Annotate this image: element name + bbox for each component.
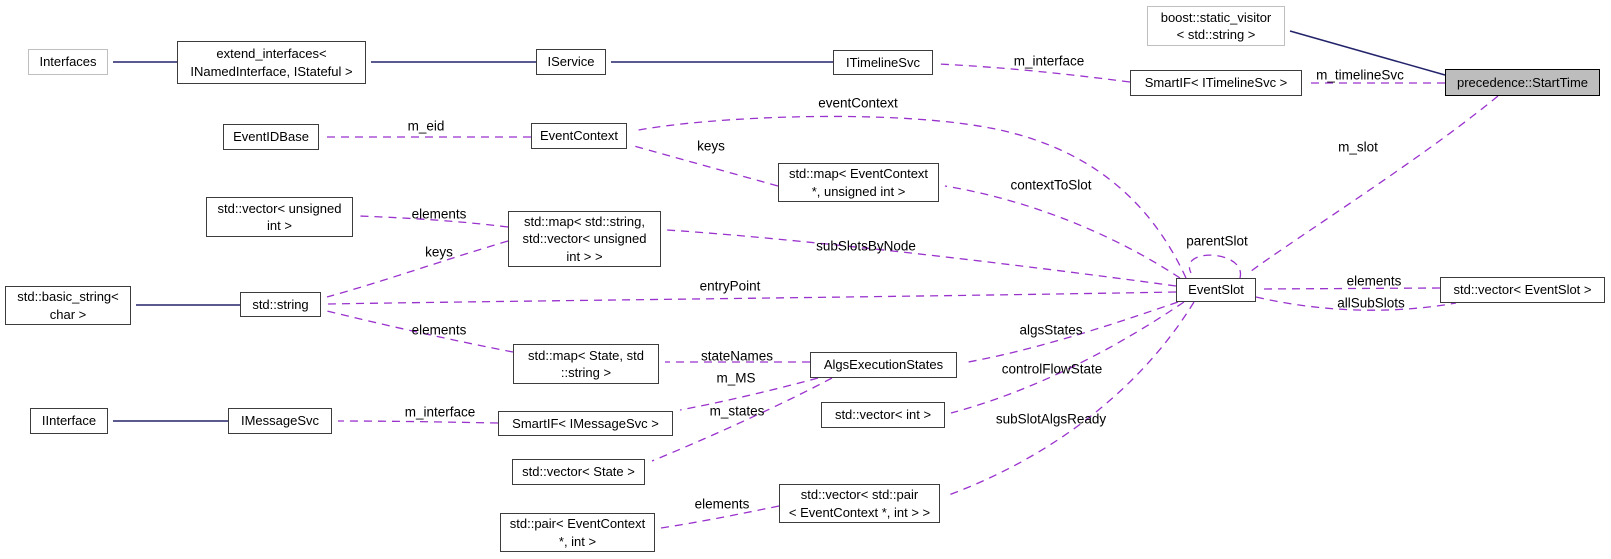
node-pair-eventcontext-int[interactable]: std::pair< EventContext *, int >: [500, 513, 655, 552]
node-vector-pair[interactable]: std::vector< std::pair < EventContext *,…: [779, 484, 940, 523]
node-smartif-itimelinesvc[interactable]: SmartIF< ITimelineSvc >: [1130, 70, 1302, 96]
node-boost-static-visitor: boost::static_visitor < std::string >: [1147, 6, 1285, 46]
node-map-state-string[interactable]: std::map< State, std ::string >: [513, 344, 659, 384]
edge-label-m-slot: m_slot: [1338, 139, 1378, 155]
edge-label-m-timelinesvc: m_timelineSvc: [1316, 67, 1404, 83]
node-vector-eventslot[interactable]: std::vector< EventSlot >: [1440, 277, 1605, 303]
edge-parentslot-loop: [1188, 254, 1241, 279]
edge-subslotsbynode: [666, 229, 1177, 287]
node-interfaces: Interfaces: [28, 49, 108, 75]
edge-label-elements-eventslot: elements: [1346, 273, 1402, 289]
edge-label-m-interface-message: m_interface: [404, 404, 476, 420]
edge-elements-string: [326, 310, 514, 353]
node-precedence-starttime: precedence::StartTime: [1445, 69, 1600, 96]
node-std-string[interactable]: std::string: [240, 292, 321, 317]
edge-label-algsstates: algsStates: [1019, 322, 1083, 338]
node-basic-string[interactable]: std::basic_string< char >: [5, 286, 131, 325]
edge-m-interface-timeline: [937, 63, 1131, 83]
edge-label-subslotsbynode: subSlotsByNode: [816, 238, 916, 254]
node-iinterface[interactable]: IInterface: [30, 408, 108, 434]
edge-label-elements-string: elements: [411, 322, 467, 338]
edge-label-elements-pair: elements: [694, 496, 750, 512]
edge-subslotalgsready: [945, 301, 1195, 497]
node-smartif-imessagesvc[interactable]: SmartIF< IMessageSvc >: [498, 411, 673, 436]
node-map-eventcontext-uint[interactable]: std::map< EventContext *, unsigned int >: [778, 163, 939, 202]
node-itimelinesvc[interactable]: ITimelineSvc: [833, 50, 933, 75]
edge-elements-vector-unsigned: [358, 215, 509, 228]
edge-label-contexttoslot: contextToSlot: [1010, 177, 1092, 193]
edge-m-ms: [679, 377, 819, 411]
edge-label-m-eid: m_eid: [407, 118, 445, 134]
edge-label-parentslot: parentSlot: [1186, 233, 1248, 249]
edge-keys-eventcontext: [633, 145, 779, 187]
node-map-string-vector[interactable]: std::map< std::string, std::vector< unsi…: [508, 211, 661, 267]
edge-m-slot: [1246, 95, 1499, 275]
edge-label-m-states: m_states: [709, 403, 765, 419]
edge-label-elements-vector-unsigned: elements: [411, 206, 467, 222]
edge-m-interface-message: [337, 420, 499, 424]
node-vector-state[interactable]: std::vector< State >: [512, 459, 645, 485]
node-imessagesvc[interactable]: IMessageSvc: [228, 408, 332, 434]
node-extend-interfaces[interactable]: extend_interfaces< INamedInterface, ISta…: [177, 41, 366, 84]
edge-m-states: [651, 377, 833, 462]
edge-label-m-ms: m_MS: [716, 370, 756, 386]
edge-label-controlflowstate: controlFlowState: [1001, 361, 1103, 377]
node-algsexecutionstates[interactable]: AlgsExecutionStates: [810, 352, 957, 378]
edge-label-entrypoint: entryPoint: [699, 278, 761, 294]
edge-eventcontext: [632, 115, 1187, 279]
edge-label-statenames: stateNames: [700, 348, 774, 364]
edge-label-allsubslots: allSubSlots: [1337, 295, 1405, 311]
node-eventcontext[interactable]: EventContext: [531, 123, 627, 149]
node-eventslot[interactable]: EventSlot: [1176, 278, 1256, 302]
edge-contexttoslot: [944, 185, 1181, 279]
node-vector-unsigned-int[interactable]: std::vector< unsigned int >: [206, 197, 353, 237]
edge-label-eventcontext: eventContext: [818, 95, 898, 111]
edge-keys-string: [326, 240, 509, 298]
edge-elements-eventslot: [1260, 287, 1441, 290]
edge-starttime-to-boostvisitor: [1289, 30, 1446, 76]
edge-label-keys-string: keys: [425, 244, 453, 260]
edge-label-keys-eventcontext: keys: [697, 138, 725, 154]
edge-elements-pair: [660, 505, 780, 529]
edge-entrypoint: [326, 291, 1177, 305]
node-vector-int[interactable]: std::vector< int >: [821, 402, 945, 428]
edge-algsstates: [962, 301, 1179, 364]
node-iservice[interactable]: IService: [536, 49, 606, 75]
node-eventidbase[interactable]: EventIDBase: [223, 124, 319, 150]
edge-controlflowstate: [950, 301, 1185, 414]
edge-label-m-interface-timeline: m_interface: [1013, 53, 1085, 69]
edge-label-subslotalgsready: subSlotAlgsReady: [995, 411, 1107, 427]
